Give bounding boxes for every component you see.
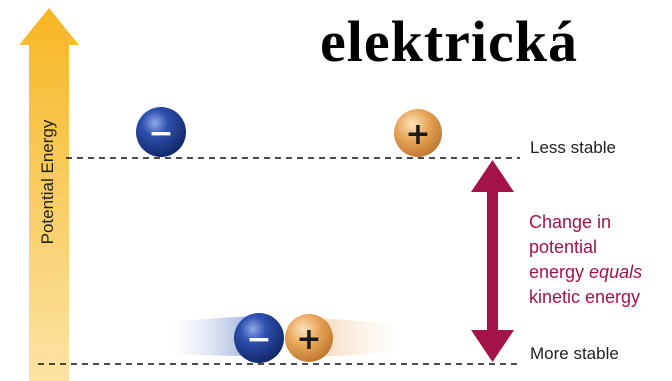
less-stable-label: Less stable [530,138,616,157]
more-stable-label: More stable [530,344,619,363]
negative-sign: − [246,322,271,357]
caption-line-3-text: energy [529,262,590,282]
negative-charge-separated: − [136,107,186,157]
caption-line-3: energy equals [529,260,642,285]
caption-line-4: kinetic energy [529,287,641,307]
caption-line-1: Change in [529,212,612,232]
positive-sign: + [405,117,430,152]
negative-sign: − [148,116,173,151]
page-title: elektrická [320,9,579,74]
positive-sign: + [296,322,321,357]
caption-line-2: potential [529,237,598,257]
negative-charge-attracted: − [234,313,284,363]
positive-charge-separated: + [394,109,442,157]
positive-charge-attracted: + [285,314,333,362]
energy-change-arrow [471,160,514,362]
energy-change-caption: Change in potential energy equals kineti… [529,210,642,310]
potential-energy-axis-arrow [19,8,79,381]
axis-label: Potential Energy [38,119,57,245]
caption-emphasis: equals [589,262,643,282]
